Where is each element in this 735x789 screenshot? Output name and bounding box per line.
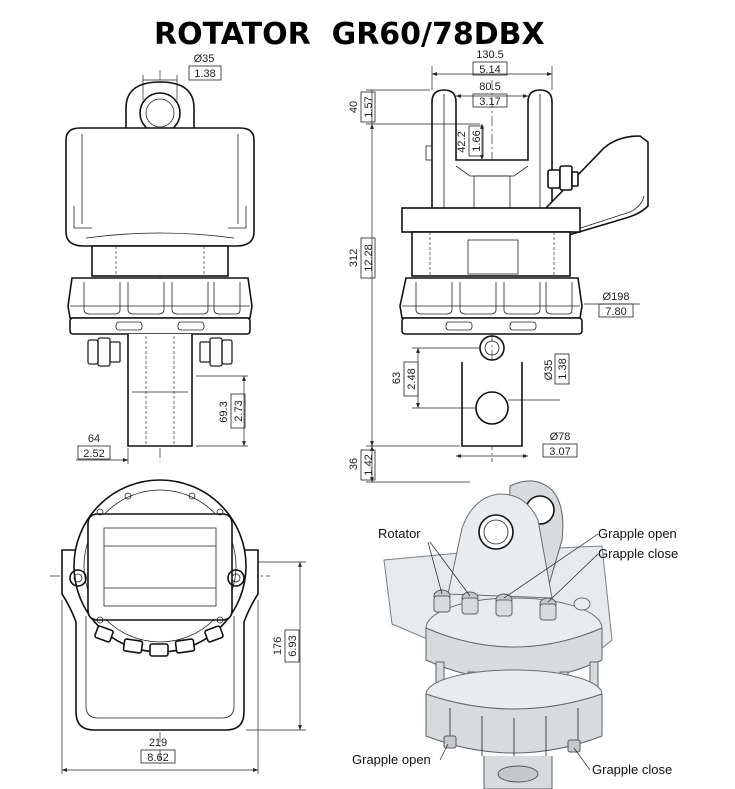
side-motor-body: [399, 277, 583, 319]
dim-base-width-in: 8.62: [147, 752, 168, 764]
dim-body-diameter-mm: Ø198: [603, 291, 630, 303]
callouts: Rotator Grapple open Grapple close Grapp…: [352, 526, 678, 777]
dim-shaft-bore-in: 1.38: [557, 358, 569, 379]
dim-total-height-mm: 312: [348, 249, 360, 267]
front-motor-body: [67, 277, 253, 319]
dim-base-depth-mm: 176: [272, 637, 284, 655]
top-view-fittings: [94, 625, 224, 657]
drawing-title: ROTATOR GR60/78DBX: [154, 17, 545, 52]
dim-side-width-in: 5.14: [479, 64, 500, 76]
dim-side-width-mm: 130.5: [476, 49, 504, 61]
front-shaft: [127, 334, 193, 447]
dim-pin-center-mm: 42.2: [456, 131, 468, 152]
dim-bottom-height-in: 1.42: [363, 454, 375, 475]
dim-link-bore-mm: Ø35: [194, 53, 215, 65]
dim-shaft-height-mm: 63: [391, 372, 403, 384]
callout-grapple-open-top: Grapple open: [598, 526, 677, 541]
front-hydraulic-fittings: [87, 337, 233, 367]
dim-total-height-in: 12.28: [363, 244, 375, 272]
dim-shaft-height-in: 2.48: [406, 368, 418, 389]
callout-grapple-close-bottom: Grapple close: [592, 762, 672, 777]
isometric-view: [383, 480, 613, 789]
dim-base-width-mm: 219: [149, 737, 167, 749]
side-view: 130.5 5.14 80.5 3.17 40 1.57 42.2 1.66 3…: [348, 49, 649, 483]
dim-shaft-length-in: 2.73: [233, 400, 245, 421]
side-shaft: [461, 362, 523, 447]
dim-shaft-diameter-mm: Ø78: [550, 431, 571, 443]
top-view: 176 6.93 219 8.62: [50, 479, 306, 774]
callout-grapple-close-top: Grapple close: [598, 546, 678, 561]
dim-shaft-offset-mm: 64: [88, 433, 100, 445]
dim-shaft-offset-in: 2.52: [83, 448, 104, 460]
callout-rotator: Rotator: [378, 526, 421, 541]
side-link-plates: [431, 89, 553, 211]
dim-shaft-diameter-in: 3.07: [549, 446, 570, 458]
dim-base-depth-in: 6.93: [287, 635, 299, 656]
dim-pin-center-in: 1.66: [471, 130, 483, 151]
front-view: Ø35 1.38 69.3 2.73 64 2.52: [65, 53, 255, 464]
front-link-lug: [125, 81, 195, 131]
front-housing: [65, 127, 255, 247]
dim-top-height-mm: 40: [348, 101, 360, 113]
dim-shaft-length-mm: 69.3: [218, 401, 230, 422]
callout-grapple-open-bottom: Grapple open: [352, 752, 431, 767]
dim-bottom-height-mm: 36: [348, 458, 360, 470]
dim-inner-width-mm: 80.5: [479, 81, 500, 93]
side-housing: [401, 207, 581, 233]
dim-inner-width-in: 3.17: [479, 96, 500, 108]
dim-shaft-bore-mm: Ø35: [543, 360, 555, 381]
dim-body-diameter-in: 7.80: [605, 306, 626, 318]
dim-link-bore-in: 1.38: [194, 68, 215, 80]
dim-top-height-in: 1.57: [363, 96, 375, 117]
iso-fittings: [433, 589, 591, 621]
